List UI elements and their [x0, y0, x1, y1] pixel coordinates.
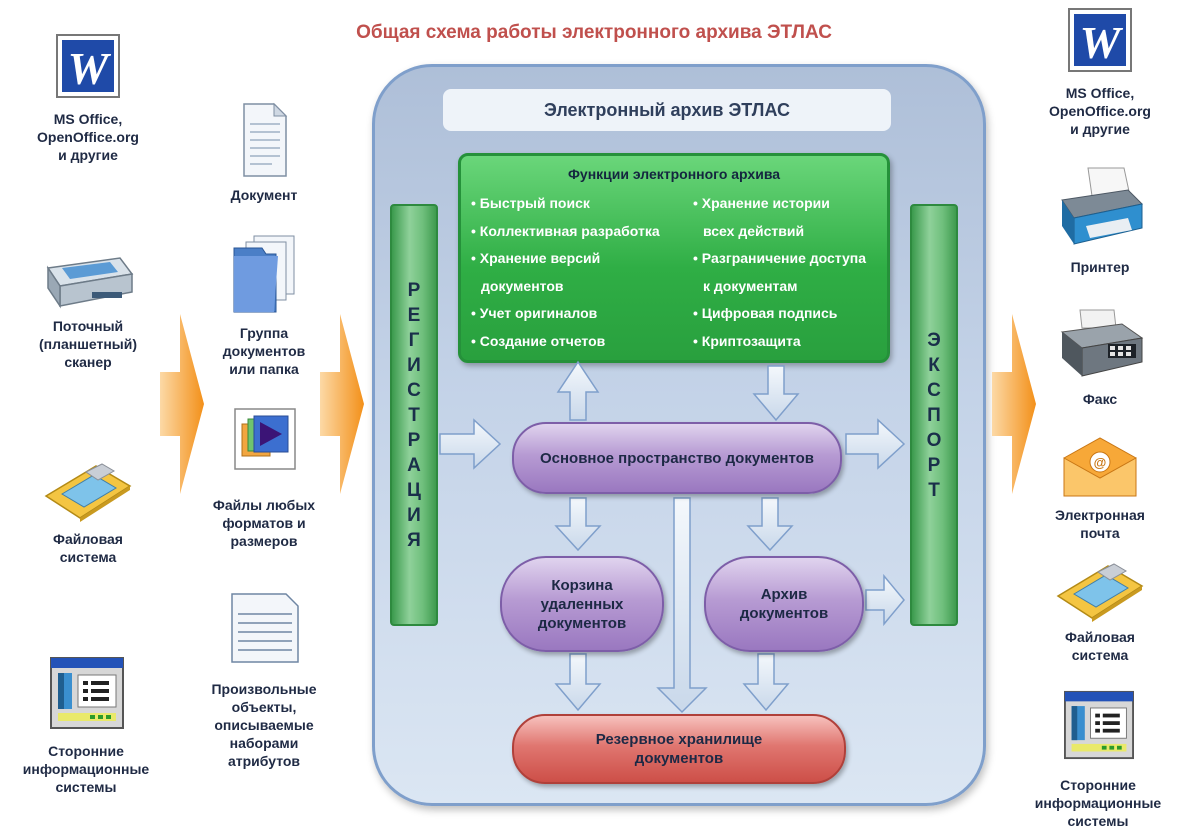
function-item: всех действий	[703, 222, 805, 239]
output-file-system-label: Файловая система	[1065, 629, 1135, 663]
input-files-label: Файлы любых форматов и размеров	[212, 497, 316, 549]
function-item: Быстрый поиск	[471, 190, 660, 218]
archive-title: Электронный архив ЭТЛАС	[443, 89, 891, 131]
export-letter: К	[928, 354, 940, 376]
export-letter: Э	[927, 329, 941, 351]
input-document-label: Документ	[230, 187, 298, 203]
source-file-system-label: Файловая система	[53, 531, 123, 565]
function-item: Создание отчетов	[471, 328, 660, 356]
backup-storage-node: Резервное хранилище документов	[512, 714, 846, 784]
function-item: Учет оригиналов	[471, 300, 660, 328]
input-group-label: Группа документов или папка	[222, 325, 306, 377]
output-external-systems-label: Сторонние информационные системы	[1034, 777, 1162, 829]
output-email-label: Электронная почта	[1055, 507, 1145, 541]
function-item: Цифровая подпись	[693, 300, 866, 328]
registration-letter: И	[407, 354, 421, 376]
source-scanner-label: Поточный (планшетный) сканер	[38, 318, 138, 370]
svg-text:@: @	[1094, 455, 1107, 470]
fax-icon	[1058, 308, 1144, 385]
export-letter: О	[926, 429, 942, 451]
svg-text:W: W	[68, 43, 112, 94]
svg-text:W: W	[1080, 17, 1124, 68]
registration-letter: С	[407, 379, 421, 401]
archive-docs-node: Архив документов	[704, 556, 864, 652]
function-item: Разграничение доступа	[693, 245, 866, 273]
output-fax-label: Факс	[1082, 391, 1118, 407]
functions-block: Функции электронного архива Быстрый поис…	[458, 153, 890, 363]
registration-letter: Р	[407, 279, 421, 301]
functions-title: Функции электронного архива	[567, 166, 781, 182]
registration-letter: И	[407, 504, 421, 526]
input-arrow-icon	[158, 312, 206, 501]
export-letter: С	[927, 379, 941, 401]
diagram-title: Общая схема работы электронного архива Э…	[356, 22, 832, 43]
main-space-node: Основное пространство документов	[512, 422, 842, 494]
floppy-disk-icon	[42, 462, 134, 527]
registration-letter: Т	[408, 404, 420, 426]
registration-letter: А	[407, 454, 421, 476]
functions-left-list: Быстрый поиск Коллективная разработка Хр…	[471, 190, 660, 355]
registration-letter: Я	[407, 529, 421, 551]
system-window-icon	[50, 657, 124, 734]
floppy-disk-icon	[1054, 562, 1146, 627]
output-printer-label: Принтер	[1070, 259, 1130, 275]
export-letter: Р	[927, 454, 941, 476]
function-item: документов	[481, 277, 564, 294]
registration-letter: Г	[408, 329, 420, 351]
email-envelope-icon: @	[1062, 436, 1138, 503]
function-item: Хранение истории	[693, 190, 866, 218]
media-file-icon	[234, 408, 296, 475]
export-letter: Т	[928, 479, 940, 501]
printer-icon	[1058, 166, 1144, 253]
word-icon: W	[1068, 8, 1132, 77]
trash-node: Корзина удаленных документов	[500, 556, 664, 652]
output-ms-office-label: MS Office, OpenOffice.org и другие	[1049, 85, 1151, 137]
registration-arrow-icon	[318, 312, 366, 501]
scanner-icon	[40, 248, 136, 315]
registration-letter: Ц	[407, 479, 421, 501]
folder-icon	[232, 234, 298, 319]
word-icon: W	[56, 34, 120, 103]
function-item: Хранение версий	[471, 245, 660, 273]
export-letter: П	[927, 404, 941, 426]
document-icon	[242, 102, 288, 183]
source-external-systems-label: Сторонние информационные системы	[22, 743, 150, 795]
registration-letter: Р	[407, 429, 421, 451]
function-item: к документам	[703, 277, 798, 294]
registration-letter: Е	[407, 304, 421, 326]
functions-right-list: Хранение истории всех действий Разгранич…	[693, 190, 866, 355]
input-objects-label: Произвольные объекты, описываемые набора…	[211, 681, 317, 769]
form-document-icon	[230, 592, 300, 669]
function-item: Коллективная разработка	[471, 218, 660, 246]
export-arrow-icon	[990, 312, 1038, 501]
system-window-icon	[1064, 690, 1134, 765]
function-item: Криптозащита	[693, 328, 866, 356]
source-ms-office-label: MS Office, OpenOffice.org и другие	[37, 111, 139, 163]
